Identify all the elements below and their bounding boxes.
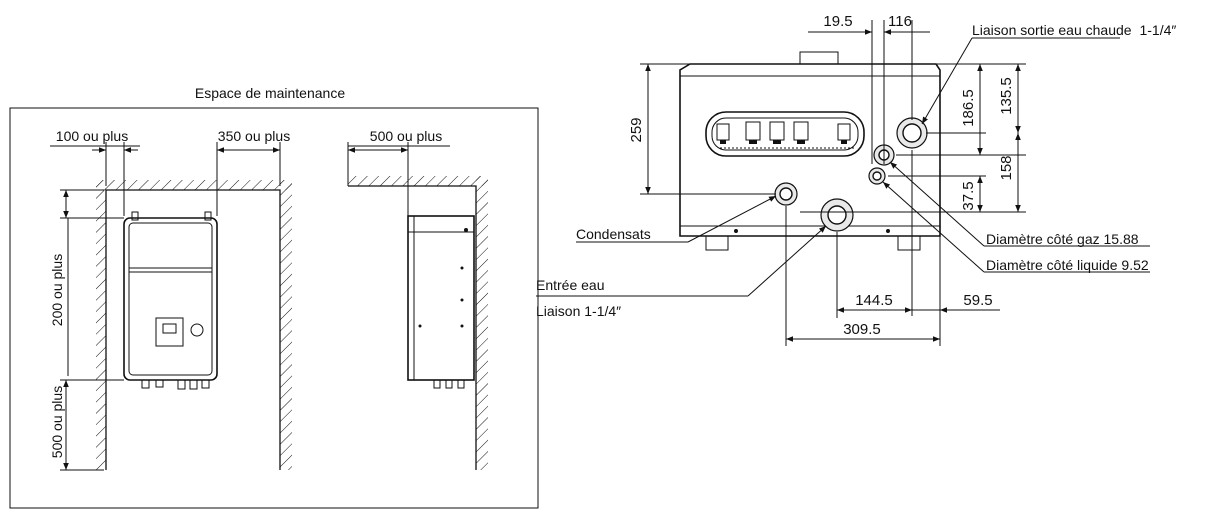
side-wall-hatching (348, 176, 488, 470)
terminal-slot (705, 111, 865, 157)
dim-37-5: 37.5 (960, 181, 977, 210)
pipe-hot-water-out (896, 117, 928, 149)
top-dimensions: 19.5 116 (808, 13, 930, 164)
maintenance-frame (9, 107, 539, 509)
dim-309-5: 309.5 (843, 321, 881, 338)
unit-side-view (407, 215, 475, 389)
unit-front-view (123, 211, 218, 390)
pipe-water-inlet (820, 198, 854, 232)
height-dimension: 259 (628, 63, 776, 195)
maintenance-space-view: Espace de maintenance (9, 85, 539, 509)
dim-144-5: 144.5 (855, 292, 893, 309)
maintenance-title: Espace de maintenance (195, 85, 345, 101)
right-dimensions: 186.5 135.5 158 37.5 (800, 63, 1026, 213)
label-hot-water-out: Liaison sortie eau chaude 1-1/4″ (972, 22, 1176, 38)
dim-116: 116 (888, 13, 912, 30)
clearance-top-label: 200 ou plus (49, 254, 65, 326)
unit-top-body (679, 51, 941, 251)
clearance-side-label: 500 ou plus (370, 128, 442, 144)
label-water-inlet-connection: Liaison 1-1/4″ (536, 303, 621, 319)
label-liquid-side: Diamètre côté liquide 9.52 (986, 257, 1149, 273)
dim-59-5: 59.5 (963, 292, 992, 309)
dim-158: 158 (998, 155, 1015, 180)
dim-259: 259 (628, 117, 645, 142)
dim-186-5: 186.5 (960, 89, 977, 127)
front-wall-hatching (96, 180, 292, 470)
pipe-liquid-side (868, 167, 886, 185)
label-gas-side: Diamètre côté gaz 15.88 (986, 231, 1139, 247)
clearance-bottom-label: 500 ou plus (49, 386, 65, 458)
clearance-left-label: 100 ou plus (56, 128, 128, 144)
bottom-dimensions: 144.5 59.5 309.5 (785, 150, 1000, 346)
control-panel (155, 317, 184, 347)
connection-top-view: 19.5 116 259 186.5 135.5 158 37.5 (536, 13, 1176, 346)
label-water-inlet: Entrée eau (536, 277, 605, 293)
clearance-right-label: 350 ou plus (218, 128, 290, 144)
clearance-dimensions: 100 ou plus 350 ou plus 500 ou plus 200 … (49, 128, 450, 471)
connection-labels: Liaison sortie eau chaude 1-1/4″ Condens… (536, 22, 1176, 319)
dim-135-5: 135.5 (998, 77, 1015, 115)
dim-19-5: 19.5 (823, 13, 852, 30)
power-button (190, 323, 204, 337)
pipe-condensate (774, 182, 798, 206)
label-condensate: Condensats (576, 226, 651, 242)
